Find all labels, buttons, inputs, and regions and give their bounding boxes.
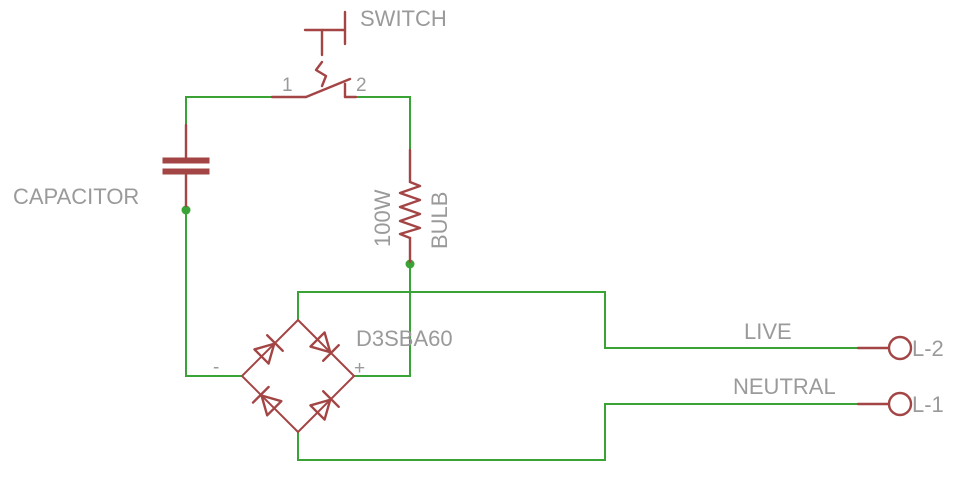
- wire-bulb-to-bridge-plus: [354, 262, 411, 377]
- junction-dot: [181, 205, 191, 215]
- switch-symbol: [270, 10, 358, 99]
- terminal-neutral-symbol: [856, 391, 913, 417]
- terminal-neutral-label: L-1: [912, 392, 944, 417]
- bulb-label: BULB: [427, 192, 452, 249]
- wire-cap-to-switch: [185, 96, 272, 130]
- switch-pin1-label: 1: [282, 75, 293, 96]
- bulb-symbol: [398, 148, 422, 264]
- wire-bridge-to-live: [297, 291, 888, 349]
- terminal-live-label: L-2: [912, 336, 944, 361]
- bulb-value-label: 100W: [370, 189, 395, 247]
- capacitor-label: CAPACITOR: [13, 184, 139, 209]
- bridge-rectifier-symbol: [241, 319, 355, 433]
- switch-pin2-label: 2: [356, 75, 367, 96]
- bridge-plus-label: +: [354, 358, 365, 379]
- neutral-net-label: NEUTRAL: [733, 374, 836, 399]
- live-net-label: LIVE: [744, 319, 792, 344]
- wire-cap-to-bridge-minus: [185, 210, 242, 377]
- bridge-minus-label: -: [213, 357, 219, 378]
- wire-switch-to-bulb: [345, 96, 411, 150]
- switch-label: SWITCH: [360, 6, 447, 31]
- junction-dot: [405, 259, 415, 269]
- terminal-live-symbol: [856, 335, 913, 361]
- bridge-label: D3SBA60: [356, 326, 453, 351]
- wires: [185, 96, 888, 461]
- wire-bridge-to-neutral: [297, 403, 888, 461]
- capacitor-symbol: [162, 123, 210, 208]
